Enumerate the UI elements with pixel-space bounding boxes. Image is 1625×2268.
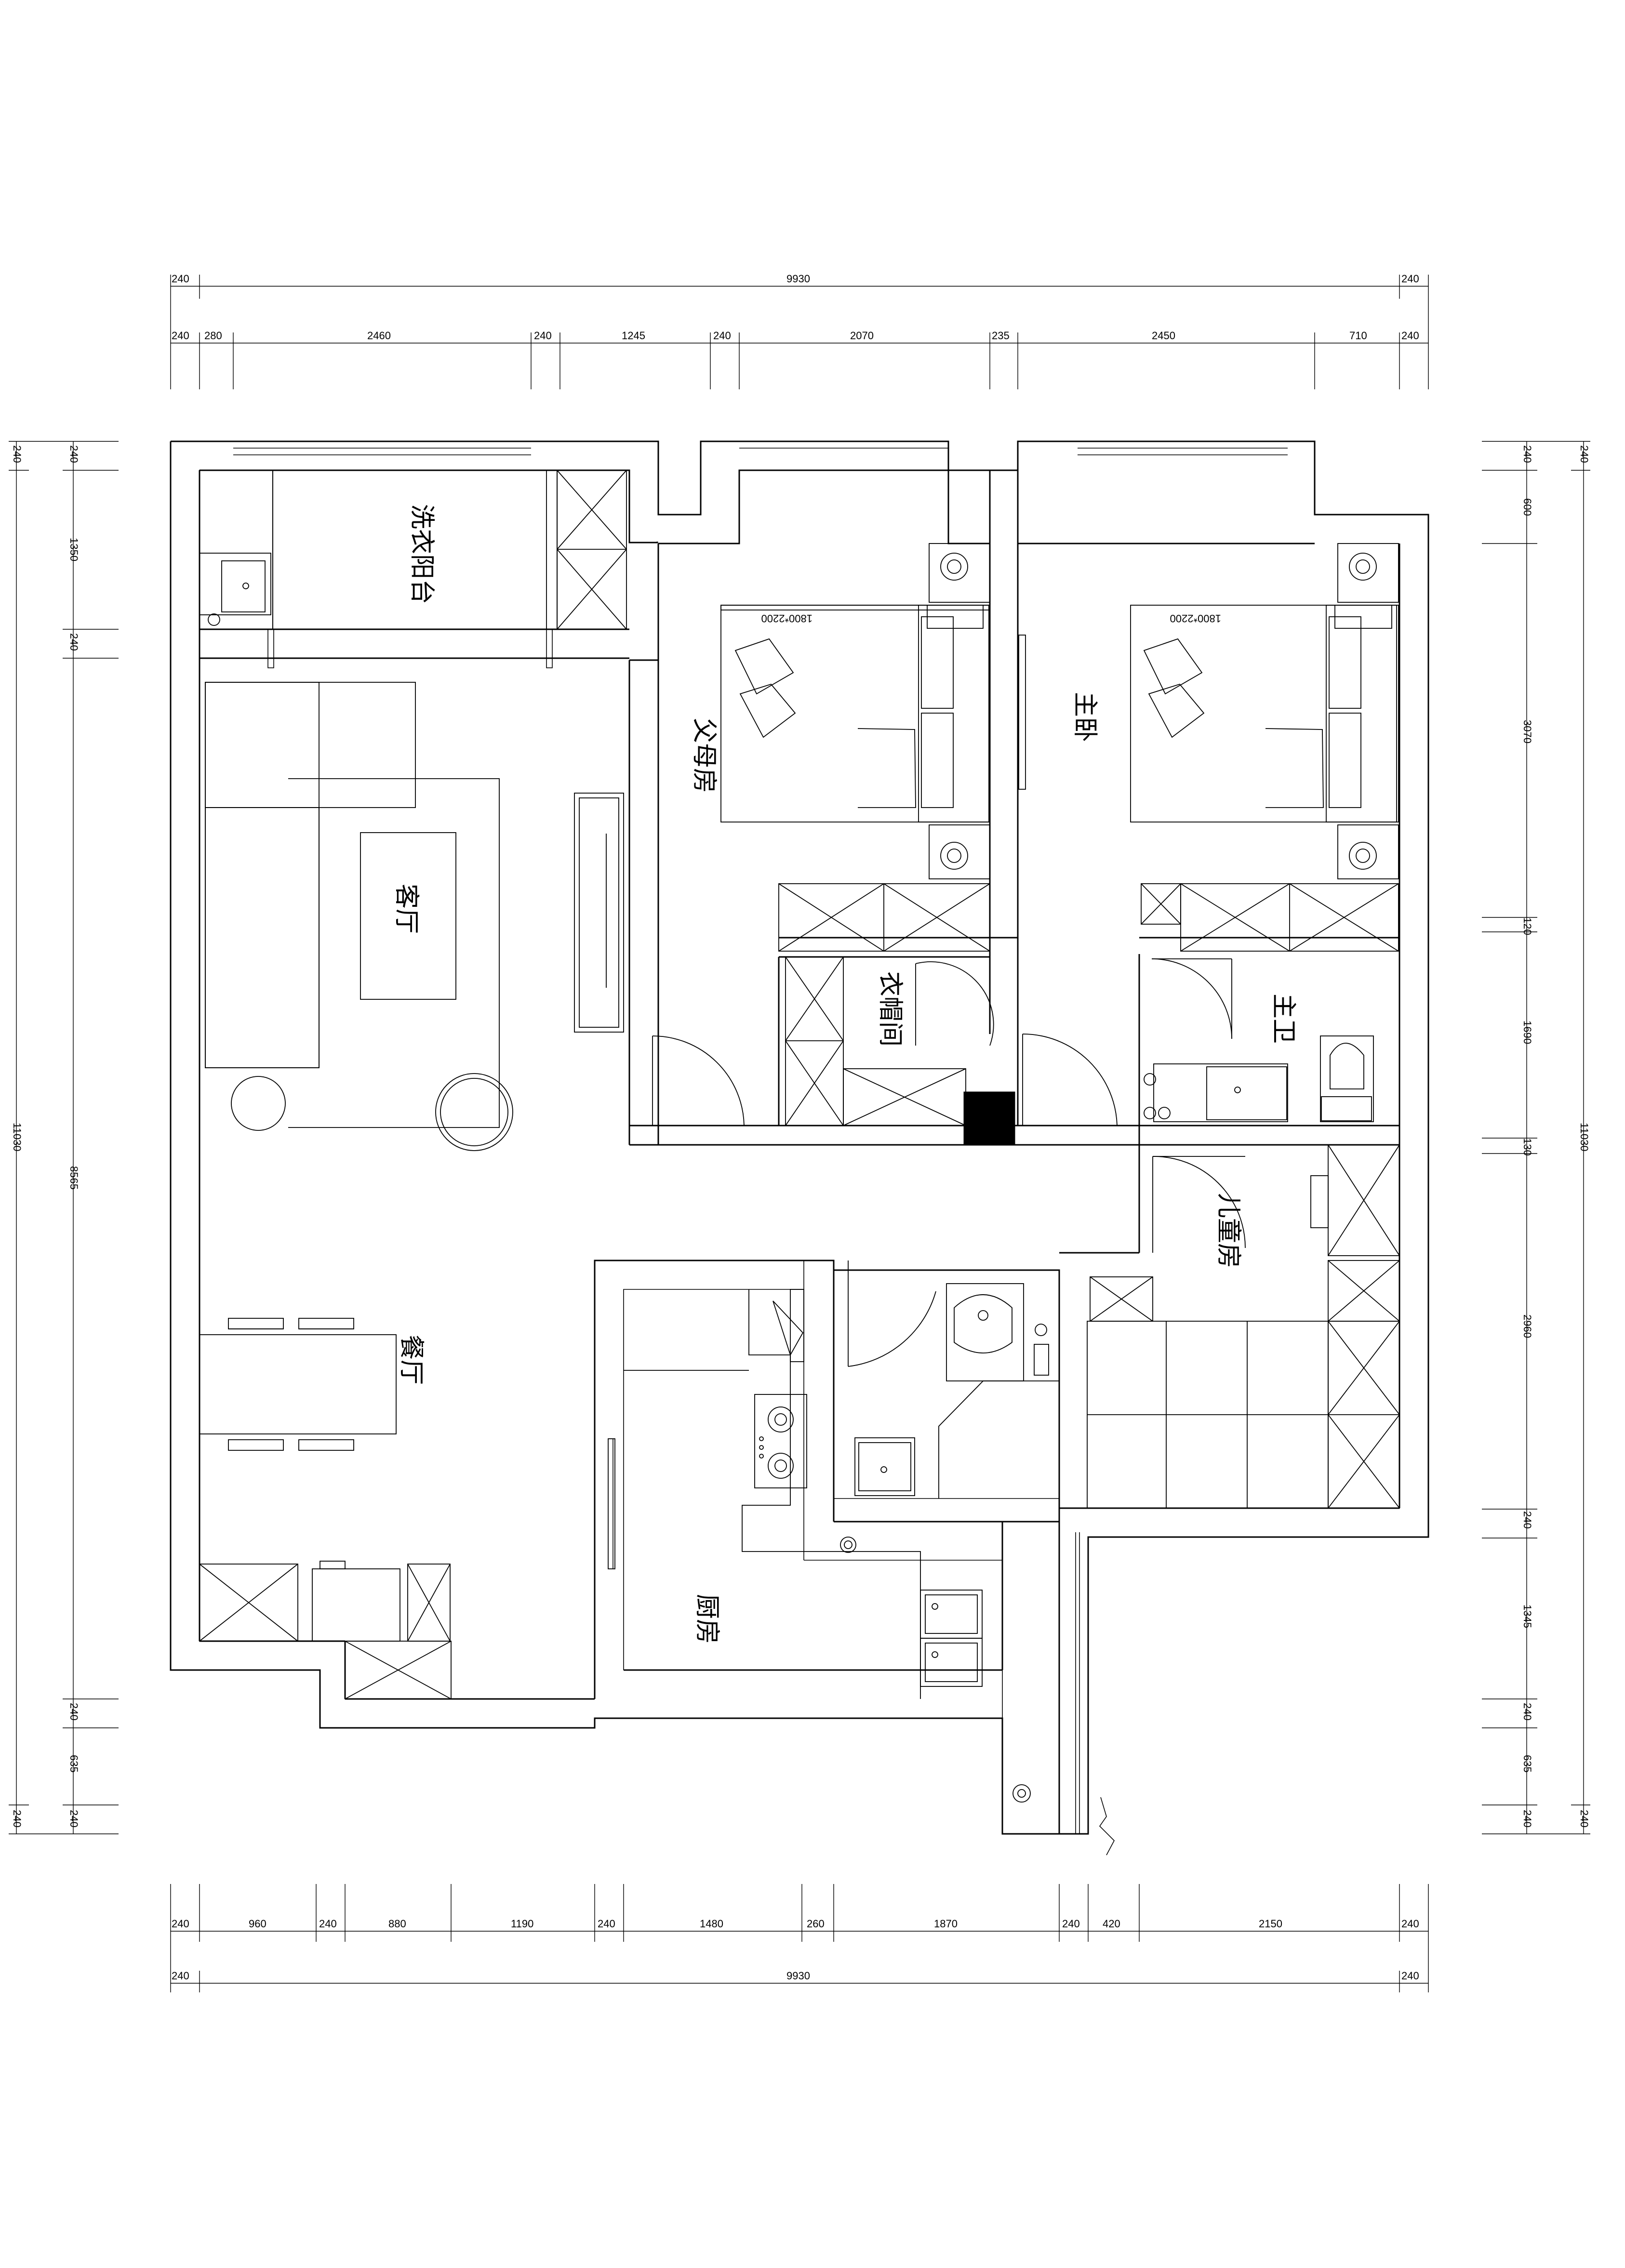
cloakroom-label: 衣帽间 [876, 971, 905, 1047]
walls [170, 440, 1429, 1856]
dim-top-detail-8: 2450 [1152, 330, 1175, 342]
dim-top-detail-9: 710 [1349, 330, 1367, 342]
laundry-balcony-furniture [199, 470, 627, 668]
parents-room-label: 父母房 [690, 718, 719, 793]
master-bed-size: 1800*2200 [1170, 612, 1221, 624]
cloakroom-furniture [785, 956, 1118, 1145]
dim-left-inner-5: 635 [68, 1755, 80, 1773]
room-labels: 洗衣阳台 客厅 父母房 主卧 衣帽间 主卫 儿童房 餐厅 厨房 [392, 504, 1298, 1644]
dim-left-inner-2: 240 [68, 633, 80, 651]
dim-bottom-detail-4: 1190 [511, 1918, 533, 1930]
dim-top-detail-0: 240 [172, 330, 189, 342]
dim-top-detail-1: 280 [204, 330, 222, 342]
dim-top-detail-10: 240 [1401, 330, 1419, 342]
kids-room-label: 儿童房 [1214, 1193, 1243, 1268]
dim-right-inner-7: 240 [1521, 1511, 1533, 1529]
dim-bottom-detail-2: 240 [319, 1918, 337, 1930]
dim-right-inner-8: 1345 [1521, 1605, 1533, 1628]
dim-top-detail-5: 240 [713, 330, 731, 342]
dim-right-inner-11: 240 [1521, 1810, 1533, 1828]
dim-top-detail-3: 240 [534, 330, 552, 342]
master-bath-label: 主卫 [1269, 994, 1298, 1044]
dim-bottom-overall-2: 240 [1401, 1970, 1419, 1982]
kitchen-label: 厨房 [693, 1594, 721, 1644]
dim-right-inner-0: 240 [1521, 445, 1533, 463]
dim-left-outer-2: 240 [11, 1810, 23, 1828]
laundry-balcony-label: 洗衣阳台 [407, 504, 436, 604]
dim-right-inner-2: 3070 [1521, 720, 1533, 743]
dim-left-inner-3: 8565 [68, 1166, 80, 1190]
dining-room-label: 餐厅 [397, 1335, 426, 1385]
master-bedroom-furniture [1130, 543, 1399, 952]
parents-room-furniture [652, 543, 1026, 1126]
dim-top-detail-6: 2070 [850, 330, 874, 342]
dim-right-inner-6: 2960 [1521, 1314, 1533, 1338]
dim-top-overall-0: 240 [172, 273, 189, 285]
dim-top-overall-2: 240 [1401, 273, 1419, 285]
dim-bottom-detail-7: 260 [807, 1918, 825, 1930]
second-bath-fixtures [848, 1260, 1059, 1499]
kids-room-furniture [1087, 1144, 1400, 1509]
dim-bottom-overall-0: 240 [172, 1970, 189, 1982]
dim-left-outer-1: 11030 [11, 1123, 23, 1152]
dim-right-inner-10: 635 [1521, 1755, 1533, 1773]
dim-left-inner-6: 240 [68, 1810, 80, 1828]
dining-room-furniture [199, 1318, 452, 1699]
dim-bottom-detail-3: 880 [388, 1918, 406, 1930]
dim-bottom-detail-11: 2150 [1259, 1918, 1282, 1930]
living-room-furniture [205, 682, 624, 1151]
dim-bottom-detail-5: 240 [598, 1918, 615, 1930]
dim-bottom-detail-8: 1870 [934, 1918, 958, 1930]
dim-bottom-detail-6: 1480 [700, 1918, 723, 1930]
parents-bed-size: 1800*2200 [761, 612, 812, 624]
dim-bottom-detail-0: 240 [172, 1918, 189, 1930]
dim-left-outer-0: 240 [11, 445, 23, 463]
dimension-labels: 240 9930 240 240 280 2460 240 1245 240 2… [11, 273, 1590, 1982]
dim-right-inner-9: 240 [1521, 1703, 1533, 1721]
bed-labels: 1800*2200 1800*2200 [761, 612, 1221, 624]
dim-left-inner-1: 1350 [68, 538, 80, 561]
dim-top-detail-4: 1245 [622, 330, 645, 342]
living-room-label: 客厅 [392, 884, 421, 934]
dim-right-outer-0: 240 [1578, 445, 1590, 463]
dim-top-overall-1: 9930 [786, 273, 810, 285]
dim-right-inner-4: 1690 [1521, 1021, 1533, 1044]
dim-left-inner-4: 240 [68, 1703, 80, 1721]
dim-right-inner-3: 120 [1521, 917, 1533, 935]
dim-bottom-detail-1: 960 [249, 1918, 266, 1930]
dim-top-detail-7: 235 [992, 330, 1010, 342]
dim-right-outer-2: 240 [1578, 1810, 1590, 1828]
dim-top-detail-2: 2460 [367, 330, 391, 342]
kitchen-fixtures [608, 1289, 1031, 1803]
master-bath-fixtures [1144, 958, 1374, 1122]
dim-right-inner-1: 600 [1521, 498, 1533, 516]
dim-bottom-detail-10: 420 [1103, 1918, 1120, 1930]
master-bedroom-label: 主卧 [1070, 692, 1099, 742]
dimension-lines [9, 275, 1590, 1992]
dim-bottom-detail-12: 240 [1401, 1918, 1419, 1930]
dim-right-outer-1: 11030 [1578, 1123, 1590, 1152]
dim-right-inner-5: 130 [1521, 1138, 1533, 1156]
dim-bottom-overall-1: 9930 [786, 1970, 810, 1982]
dim-left-inner-0: 240 [68, 445, 80, 463]
dim-bottom-detail-9: 240 [1062, 1918, 1080, 1930]
